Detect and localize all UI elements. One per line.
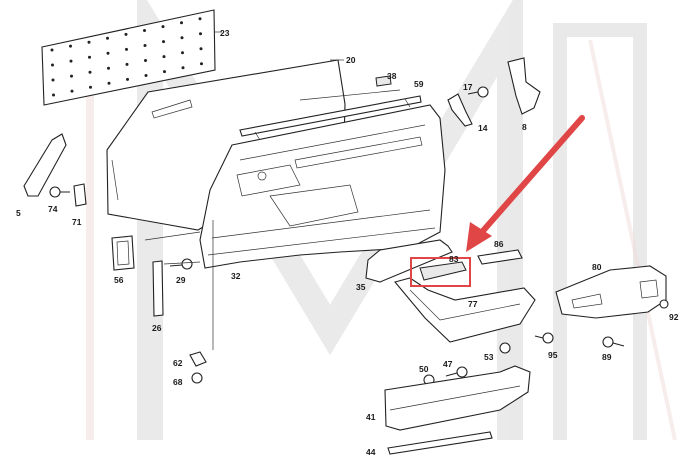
perforation-hole [125, 47, 128, 51]
highlight-box-part-83 [410, 257, 471, 287]
perforation-hole [144, 59, 147, 62]
part-label-38: 38 [387, 71, 397, 81]
part-label-53: 53 [484, 352, 494, 362]
perforation-hole [181, 51, 184, 55]
part-62-clip[interactable] [189, 351, 207, 367]
part-label-17: 17 [463, 82, 473, 92]
perforation-hole [70, 74, 73, 78]
part-86-strip[interactable] [477, 249, 523, 265]
part-labels: 23 20 38 59 17 14 8 5 74 71 56 29 26 32 62 68 35 83 86 80 92… [16, 28, 679, 455]
perforation-hole [143, 29, 146, 32]
part-23-perforated-sheet[interactable] [41, 9, 216, 106]
perforation-hole [69, 59, 73, 63]
perforation-hole [161, 25, 165, 29]
perforation-hole [163, 70, 166, 74]
perforation-hole [162, 40, 165, 44]
part-label-83: 83 [449, 254, 459, 264]
part-label-92: 92 [669, 312, 679, 322]
leader-lines [144, 89, 401, 350]
part-41-lower-trim[interactable] [384, 365, 531, 431]
part-8-bracket[interactable] [507, 57, 541, 115]
perforation-hole [181, 66, 185, 70]
perforation-hole [106, 51, 110, 55]
part-32-door-trim[interactable] [199, 104, 446, 269]
part-77-armrest[interactable] [394, 277, 536, 343]
part-label-59: 59 [414, 79, 424, 89]
perforation-hole [50, 48, 54, 52]
part-53-fastener[interactable] [499, 342, 511, 354]
perforation-hole [199, 47, 203, 51]
part-label-80: 80 [592, 262, 602, 272]
part-label-26: 26 [152, 323, 162, 333]
part-label-29: 29 [176, 275, 186, 285]
perforation-hole [180, 36, 184, 40]
part-label-86: 86 [494, 239, 504, 249]
part-35-frame[interactable] [365, 239, 453, 283]
part-56-bezel[interactable] [111, 235, 135, 271]
perforation-hole [51, 78, 55, 82]
part-label-20: 20 [346, 55, 356, 65]
part-label-5: 5 [16, 208, 21, 218]
part-label-74: 74 [48, 204, 58, 214]
part-label-35: 35 [356, 282, 366, 292]
part-label-50: 50 [419, 364, 429, 374]
part-label-32: 32 [231, 271, 241, 281]
perforation-hole [88, 55, 91, 59]
pointer-arrow [466, 115, 585, 252]
perforation-hole [69, 44, 72, 48]
perforation-hole [143, 44, 147, 47]
perforation-hole [52, 93, 55, 97]
perforation-hole [125, 62, 129, 66]
part-label-89: 89 [602, 352, 612, 362]
part-95-screw[interactable] [534, 332, 554, 344]
part-17-screw[interactable] [467, 86, 489, 98]
perforation-hole [106, 36, 109, 40]
part-label-41: 41 [366, 412, 376, 422]
perforation-hole [88, 70, 92, 74]
perforation-hole [162, 55, 166, 59]
part-label-47: 47 [443, 359, 453, 369]
part-47-screw[interactable] [445, 366, 468, 378]
part-26-bracket[interactable] [152, 260, 164, 317]
part-38-clip[interactable] [375, 75, 392, 87]
perforation-hole [144, 74, 148, 77]
part-label-71: 71 [72, 217, 82, 227]
perforation-hole [124, 32, 128, 36]
part-29-screw[interactable] [169, 258, 193, 270]
part-44-strip[interactable] [387, 431, 493, 455]
part-label-68: 68 [173, 377, 183, 387]
part-83-pad[interactable] [419, 261, 467, 281]
perforation-hole [198, 17, 202, 21]
perforation-hole [70, 89, 74, 93]
perforation-hole [87, 40, 91, 44]
part-label-8: 8 [522, 122, 527, 132]
part-68-clip[interactable] [191, 372, 203, 384]
perforation-hole [107, 66, 110, 70]
part-label-44: 44 [366, 447, 376, 455]
perforation-hole [199, 32, 202, 36]
perforation-hole [126, 77, 129, 81]
perforation-hole [51, 63, 54, 67]
part-label-62: 62 [173, 358, 183, 368]
perforation-hole [180, 21, 183, 25]
part-92-screw[interactable] [659, 299, 669, 309]
part-89-screw[interactable] [602, 336, 625, 348]
part-71-clip[interactable] [73, 183, 87, 207]
perforation-hole [89, 85, 92, 89]
part-label-14: 14 [478, 123, 488, 133]
part-74-screw[interactable] [49, 186, 70, 198]
perforation-hole [200, 62, 203, 66]
part-80-pull-handle[interactable] [555, 265, 667, 319]
part-5-curved-trim[interactable] [23, 133, 67, 197]
part-label-77: 77 [468, 299, 478, 309]
part-14-bracket[interactable] [447, 93, 473, 127]
part-label-23: 23 [220, 28, 230, 38]
part-label-95: 95 [548, 350, 558, 360]
part-label-56: 56 [114, 275, 124, 285]
perforation-hole [107, 81, 111, 85]
part-59-window-strip[interactable] [239, 95, 422, 141]
